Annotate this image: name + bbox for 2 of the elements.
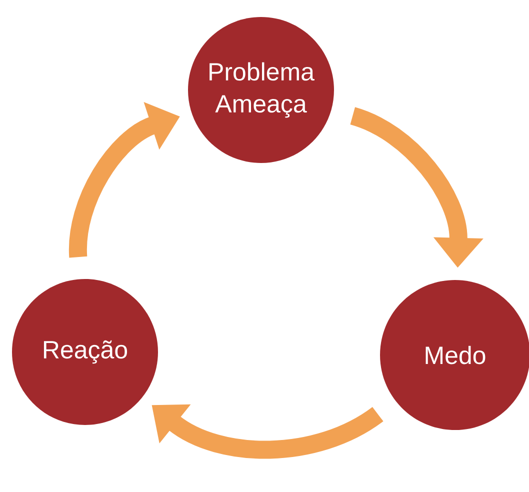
circle-node: Problema Ameaça — [188, 17, 334, 163]
circle-node: Reação — [12, 279, 158, 425]
